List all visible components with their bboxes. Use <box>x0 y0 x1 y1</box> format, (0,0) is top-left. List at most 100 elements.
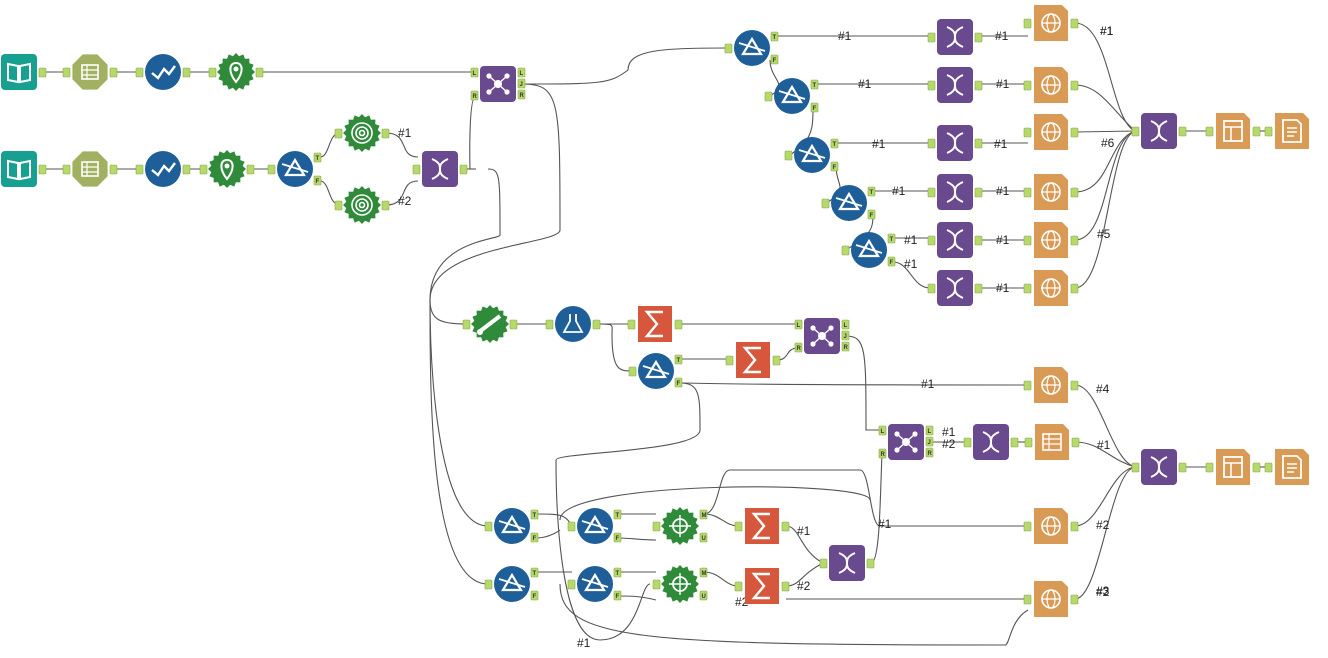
connection-anchor[interactable] <box>1023 127 1032 138</box>
tool-body[interactable] <box>1216 449 1250 485</box>
tool-layout-1[interactable] <box>1205 113 1261 149</box>
tool-input-2[interactable] <box>1 151 47 187</box>
tool-body[interactable] <box>217 53 255 91</box>
connection-anchor[interactable] <box>927 32 936 43</box>
connection-anchor[interactable] <box>866 558 875 569</box>
tool-filter-b3[interactable]: TF <box>484 566 539 602</box>
connection-anchor[interactable] <box>1070 18 1079 29</box>
tool-body[interactable] <box>1275 113 1309 149</box>
connection-anchor[interactable] <box>781 581 790 592</box>
connection-anchor[interactable] <box>109 164 118 175</box>
connection-anchor[interactable] <box>567 521 576 532</box>
tool-buffer-2[interactable] <box>334 186 390 224</box>
connection-anchor[interactable] <box>974 80 983 91</box>
tool-union-final-2[interactable] <box>1131 449 1187 485</box>
connection-anchor[interactable] <box>470 67 479 78</box>
connection-anchor[interactable] <box>1023 380 1032 391</box>
connection-anchor[interactable] <box>867 209 876 220</box>
connection-anchor[interactable] <box>484 521 493 532</box>
connection-anchor[interactable] <box>1070 80 1079 91</box>
tool-body[interactable] <box>494 566 530 602</box>
tool-body[interactable] <box>343 114 381 152</box>
tool-union-table[interactable] <box>963 424 1019 460</box>
tool-body[interactable] <box>555 306 591 342</box>
tool-body[interactable] <box>638 353 674 389</box>
tool-union-top-5[interactable] <box>927 222 983 258</box>
connection-anchor[interactable] <box>1070 594 1079 605</box>
connection-anchor[interactable] <box>1264 126 1273 137</box>
tool-filter-2[interactable]: TF <box>628 353 683 389</box>
connection-anchor[interactable] <box>517 67 526 78</box>
tool-union-b1[interactable] <box>819 545 875 581</box>
tool-filter-top-2[interactable]: TF <box>764 78 819 114</box>
tool-table-1[interactable] <box>1024 424 1080 460</box>
connection-anchor[interactable] <box>62 67 71 78</box>
connection-anchor[interactable] <box>821 198 830 209</box>
connection-anchor[interactable] <box>412 164 421 175</box>
connection-anchor[interactable] <box>530 532 539 543</box>
connection-anchor[interactable] <box>334 200 343 211</box>
connection-anchor[interactable] <box>830 161 839 172</box>
connection-anchor[interactable] <box>878 448 887 459</box>
tool-body[interactable] <box>208 150 246 188</box>
connection-anchor[interactable] <box>841 245 850 256</box>
tool-render-top-5[interactable] <box>1023 222 1079 258</box>
connection-anchor[interactable] <box>1178 126 1187 137</box>
tool-render-mid-1[interactable] <box>1023 367 1079 403</box>
connection-anchor[interactable] <box>38 164 47 175</box>
tool-filter-top-4[interactable]: TF <box>821 185 876 221</box>
connection-anchor[interactable] <box>674 377 683 388</box>
tool-filter-top-3[interactable]: TF <box>784 137 839 173</box>
tool-filter-b2[interactable]: TF <box>567 508 622 544</box>
connection-anchor[interactable] <box>334 128 343 139</box>
connection-anchor[interactable] <box>313 152 322 163</box>
connection-anchor[interactable] <box>530 509 539 520</box>
connection-anchor[interactable] <box>182 67 191 78</box>
tool-render-top-3[interactable] <box>1023 114 1079 150</box>
connection-anchor[interactable] <box>613 590 622 601</box>
connection-anchor[interactable] <box>784 150 793 161</box>
tool-datacleanse-2[interactable] <box>135 151 191 187</box>
connection-anchor[interactable] <box>1024 437 1033 448</box>
tool-union-top-2[interactable] <box>927 67 983 103</box>
connection-anchor[interactable] <box>734 581 743 592</box>
tool-filter-b1[interactable]: TF <box>484 508 539 544</box>
connection-anchor[interactable] <box>764 91 773 102</box>
tool-render-top-4[interactable] <box>1023 174 1079 210</box>
tool-output-1[interactable] <box>1264 113 1309 149</box>
connection-anchor[interactable] <box>925 436 934 447</box>
tool-body[interactable] <box>851 232 887 268</box>
connection-anchor[interactable] <box>509 319 518 330</box>
connection-anchor[interactable] <box>1070 380 1079 391</box>
connection-anchor[interactable] <box>652 579 661 590</box>
tool-body[interactable] <box>72 54 108 90</box>
connection-anchor[interactable] <box>109 67 118 78</box>
connection-anchor[interactable] <box>770 54 779 65</box>
connection-anchor[interactable] <box>628 366 637 377</box>
tool-render-top-2[interactable] <box>1023 67 1079 103</box>
connection-anchor[interactable] <box>1070 187 1079 198</box>
tool-spatialprocess-1[interactable]: MU <box>652 507 708 545</box>
connection-anchor[interactable] <box>1252 126 1261 137</box>
tool-filter-top-5[interactable]: TF <box>841 232 896 268</box>
connection-anchor[interactable] <box>974 32 983 43</box>
connection-anchor[interactable] <box>1205 126 1214 137</box>
tool-summarize-1[interactable] <box>627 306 683 342</box>
tool-union-top-3[interactable] <box>927 125 983 161</box>
connection-anchor[interactable] <box>1023 80 1032 91</box>
connection-anchor[interactable] <box>613 509 622 520</box>
connection-anchor[interactable] <box>925 447 934 458</box>
tool-body[interactable] <box>734 30 770 66</box>
connection-anchor[interactable] <box>878 425 887 436</box>
connection-anchor[interactable] <box>927 187 936 198</box>
connection-anchor[interactable] <box>887 256 896 267</box>
connection-anchor[interactable] <box>1023 18 1032 29</box>
connection-anchor[interactable] <box>1264 462 1273 473</box>
tool-body[interactable] <box>343 186 381 224</box>
connection-anchor[interactable] <box>470 90 479 101</box>
tool-body[interactable] <box>72 151 108 187</box>
connection-anchor[interactable] <box>1070 283 1079 294</box>
connection-anchor[interactable] <box>1023 235 1032 246</box>
tool-render-b1[interactable] <box>1023 508 1079 544</box>
connection-anchor[interactable] <box>963 437 972 448</box>
